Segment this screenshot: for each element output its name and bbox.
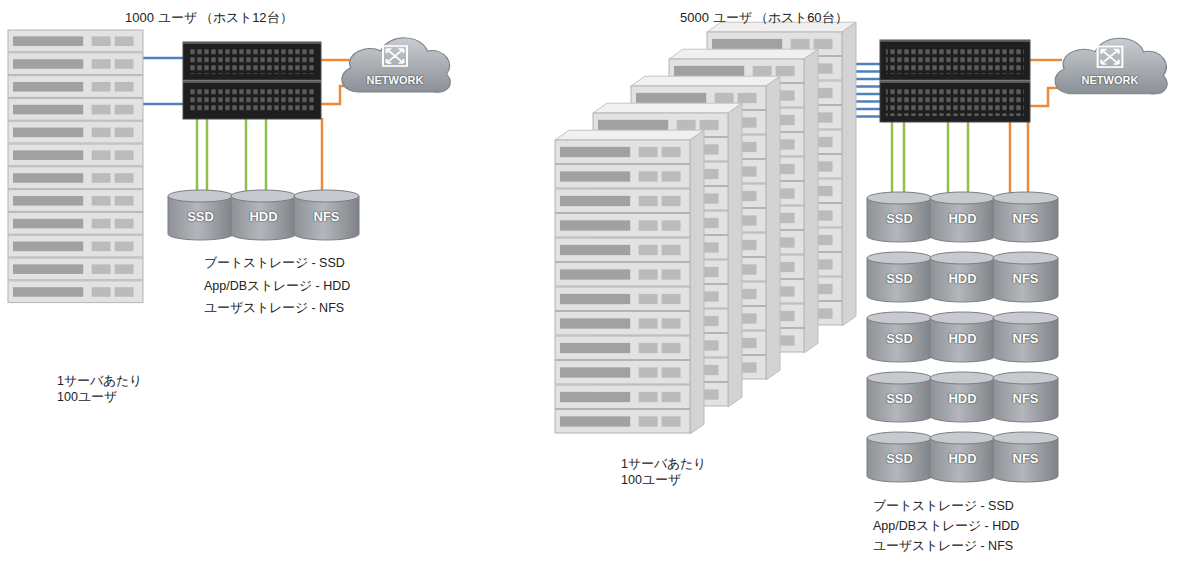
storage-cylinder: NFS: [993, 432, 1058, 482]
scenario-heading: 5000 ユーザ （ホスト60台）: [680, 10, 848, 27]
storage-label: HDD: [930, 331, 995, 346]
server-racks: [8, 22, 856, 434]
storage-label: NFS: [993, 391, 1058, 406]
storage-cylinder: HDD: [930, 252, 995, 302]
storage-cylinder: NFS: [993, 372, 1058, 422]
storage-label: NFS: [993, 331, 1058, 346]
storage-cylinder: NFS: [294, 190, 359, 240]
storage-note: ユーザストレージ - NFS: [873, 538, 1013, 554]
storage-cylinder: HDD: [930, 432, 995, 482]
storage-cylinder: SSD: [867, 252, 932, 302]
storage-note: ユーザストレージ - NFS: [204, 300, 344, 316]
storage-cylinder: HDD: [930, 312, 995, 362]
storage-label: SSD: [867, 331, 932, 346]
storage-label: SSD: [867, 391, 932, 406]
storage-cylinder: HDD: [231, 190, 296, 240]
storage-note: ブートストレージ - SSD: [204, 255, 345, 271]
storage-label: NFS: [993, 451, 1058, 466]
storage-label: SSD: [168, 209, 233, 224]
capacity-note: 1サーバあたり 100ユーザ: [621, 456, 706, 489]
storage-cylinder: SSD: [168, 190, 233, 240]
storage-cylinder: HDD: [930, 192, 995, 242]
network-cloud: NETWORK: [1048, 28, 1172, 102]
storage-cylinder: NFS: [993, 312, 1058, 362]
storage-label: NFS: [294, 209, 359, 224]
storage-label: SSD: [867, 211, 932, 226]
network-cloud: NETWORK: [335, 28, 455, 100]
network-label: NETWORK: [335, 74, 455, 86]
storage-label: HDD: [930, 391, 995, 406]
cloud-shape: [335, 28, 455, 100]
storage-label: NFS: [993, 271, 1058, 286]
storage-label: SSD: [867, 271, 932, 286]
storage-cylinder: SSD: [867, 372, 932, 422]
storage-note: App/DBストレージ - HDD: [873, 518, 1019, 534]
storage-cylinder: NFS: [993, 252, 1058, 302]
network-label: NETWORK: [1048, 74, 1172, 86]
switches: [183, 40, 1030, 122]
storage-note: App/DBストレージ - HDD: [204, 278, 350, 294]
storage-cylinder: SSD: [867, 312, 932, 362]
storage-cylinder: NFS: [993, 192, 1058, 242]
storage-label: SSD: [867, 451, 932, 466]
storage-label: HDD: [231, 209, 296, 224]
cloud-shape: [1048, 28, 1172, 102]
scenario-heading: 1000 ユーザ （ホスト12台）: [125, 10, 293, 27]
storage-label: HDD: [930, 451, 995, 466]
storage-label: HDD: [930, 271, 995, 286]
storage-cylinder: HDD: [930, 372, 995, 422]
capacity-note: 1サーバあたり 100ユーザ: [57, 373, 142, 406]
storage-label: NFS: [993, 211, 1058, 226]
storage-label: HDD: [930, 211, 995, 226]
storage-cylinder: SSD: [867, 432, 932, 482]
storage-cylinder: SSD: [867, 192, 932, 242]
storage-note: ブートストレージ - SSD: [873, 498, 1014, 514]
